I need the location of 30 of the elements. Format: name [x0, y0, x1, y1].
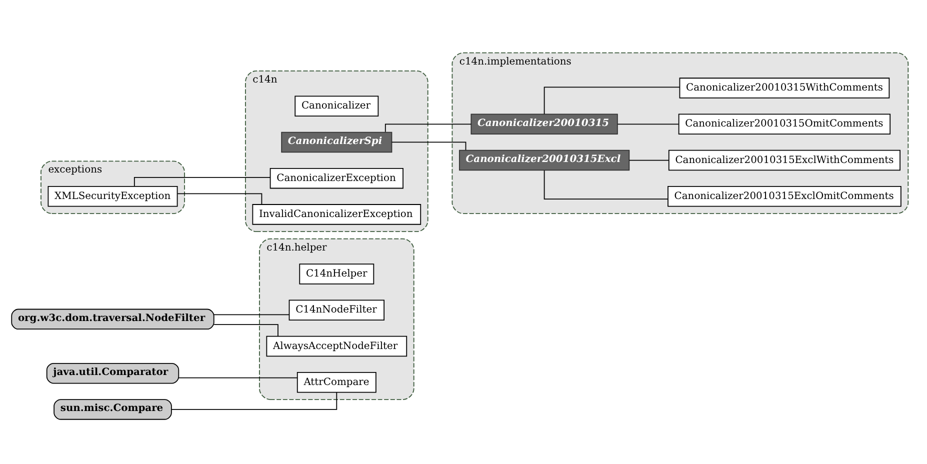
connector	[134, 176, 271, 186]
connector	[384, 123, 472, 132]
node-box: C14nNodeFilter	[288, 299, 384, 320]
node-box: Canonicalizer20010315WithComments	[679, 77, 890, 98]
node-box: AttrCompare	[296, 371, 376, 392]
connector	[213, 314, 290, 315]
node-box: Canonicalizer20010315Excl	[458, 149, 630, 170]
node-box: Canonicalizer20010315ExclOmitComments	[668, 186, 902, 206]
node-box: org.w3c.dom.traversal.NodeFilter	[11, 308, 214, 330]
node-box: InvalidCanonicalizerException	[252, 204, 422, 224]
connector	[171, 392, 338, 410]
connector	[177, 192, 262, 204]
connector	[544, 170, 668, 200]
connector	[544, 86, 680, 114]
node-box: Canonicalizer20010315OmitComments	[678, 113, 891, 134]
node-box: java.util.Comparator	[46, 362, 180, 384]
node-box: CanonicalizerException	[270, 167, 404, 188]
connector	[628, 159, 670, 160]
node-box: CanonicalizerSpi	[281, 131, 392, 152]
node-box: Canonicalizer20010315ExclWithComments	[668, 149, 900, 170]
node-box: Canonicalizer	[294, 95, 379, 116]
node-box: XMLSecurityException	[48, 186, 178, 206]
node-box: C14nHelper	[299, 263, 374, 284]
node-box: Canonicalizer20010315	[470, 113, 618, 134]
connector	[391, 141, 466, 150]
connector	[178, 376, 298, 378]
node-box: sun.misc.Compare	[54, 398, 172, 420]
connector	[617, 123, 679, 124]
node-box: AlwaysAcceptNodeFilter	[266, 335, 408, 356]
connector	[214, 324, 278, 336]
